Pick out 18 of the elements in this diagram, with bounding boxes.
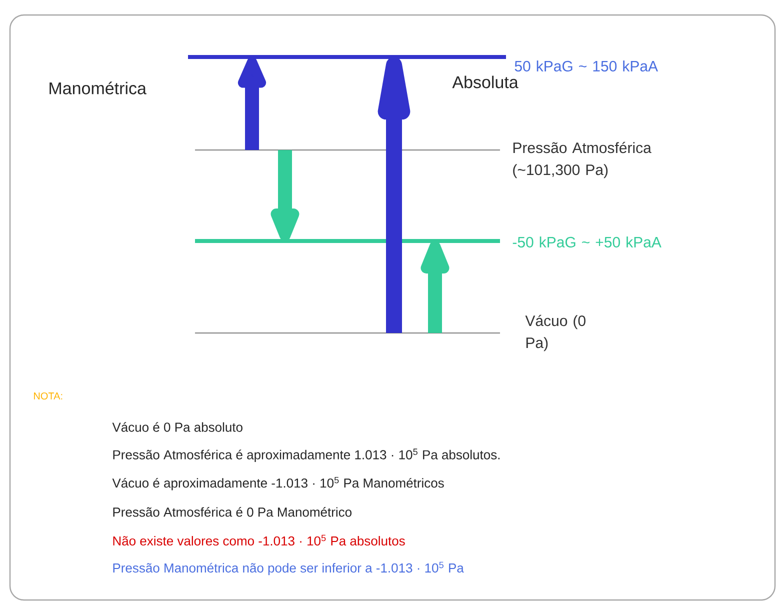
note-heading: NOTA: bbox=[34, 392, 62, 400]
arrow bbox=[270, 150, 300, 241]
level-label: 50 kPaG ~ 150 kPaA bbox=[514, 60, 658, 72]
level-line bbox=[195, 332, 500, 334]
level-label: -50 kPaG ~ +50 kPaA bbox=[512, 236, 662, 248]
axis-label: Absoluta bbox=[452, 76, 518, 88]
note-text: Vácuo é 0 Pa absoluto bbox=[112, 422, 242, 432]
arrow bbox=[238, 57, 266, 150]
note-text: Pressão Atmosférica é aproximadamente 1.013 · 10$^{5}$ Pa absolutos. bbox=[113, 448, 500, 462]
level-label: Vácuo (0 Pa) bbox=[525, 314, 586, 352]
note-text: Não existe valores como -1.013 · 10$^{5}$ Pa absolutos bbox=[113, 534, 405, 546]
note-text: Vácuo é aproximadamente -1.013 · 10$^{5}$ Pa Manométricos bbox=[112, 476, 444, 490]
arrow bbox=[420, 241, 450, 333]
arrow bbox=[378, 57, 410, 333]
note-text: Pressão Manométrica não pode ser inferior a -1.013 · 10$^{5}$ Pa bbox=[113, 562, 464, 576]
note-text: Pressão Atmosférica é 0 Pa Manométrico bbox=[113, 507, 352, 517]
level-label: Pressão Atmosférica (~101,300 Pa) bbox=[513, 142, 652, 178]
axis-label: Manométrica bbox=[50, 82, 146, 94]
